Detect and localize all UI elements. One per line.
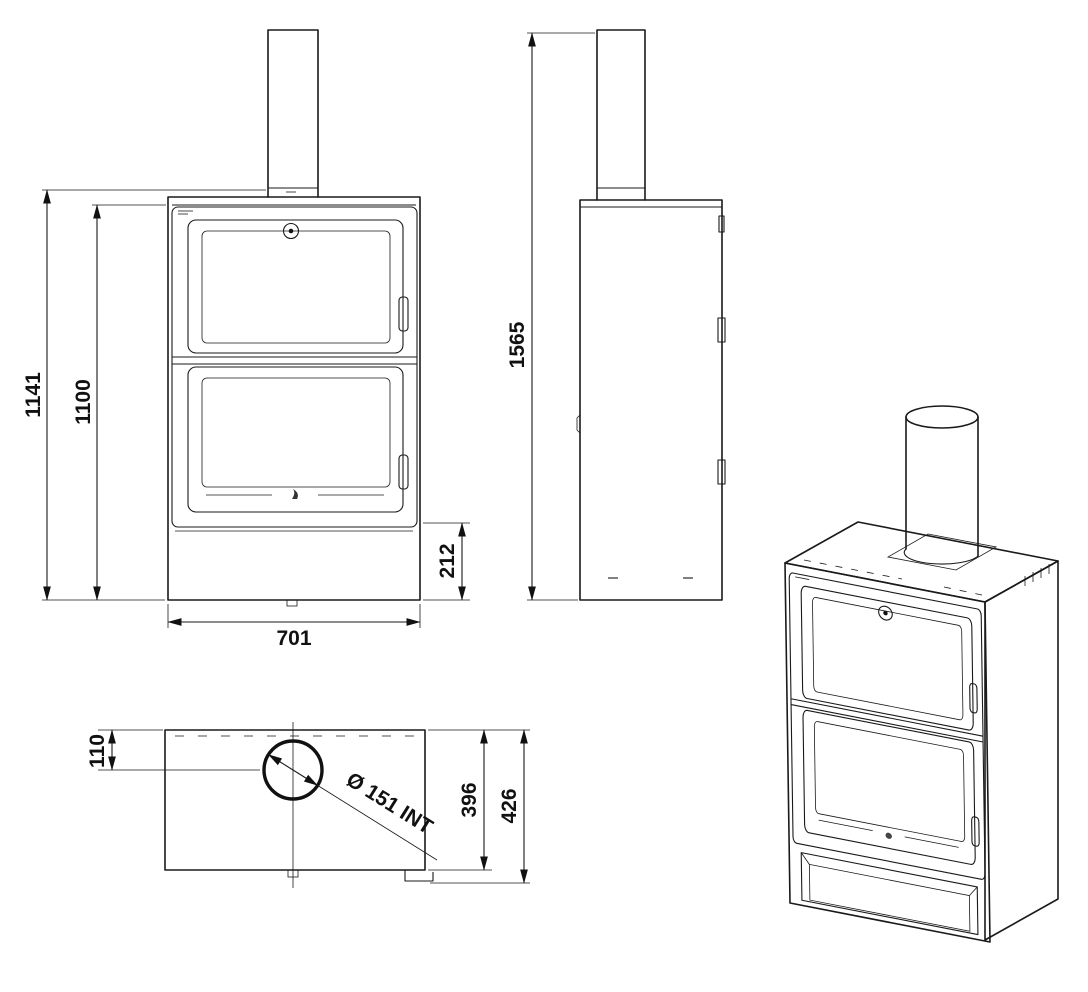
dim-label-inner-depth: 396	[458, 782, 481, 817]
dim-label-overall-depth: 426	[498, 788, 521, 823]
iso-upper-handle	[970, 683, 978, 713]
hinge-top	[718, 215, 725, 233]
top-view: Ø 151 INT 110 396 426	[86, 722, 530, 888]
stove-body	[167, 196, 421, 601]
logo-strip	[206, 489, 384, 499]
iso-upper-door	[801, 585, 973, 730]
front-dimensions: 1141 1100 212 701	[22, 189, 470, 650]
side-view	[576, 29, 726, 601]
isometric-view	[785, 406, 1058, 942]
iso-flue-pipe	[903, 405, 979, 565]
iso-top-vents	[803, 559, 983, 596]
top-center-mark	[287, 869, 299, 878]
iso-lock-knob	[879, 605, 893, 621]
front-step-bracket	[404, 870, 434, 882]
upper-door-handle	[398, 296, 409, 332]
dim-label-flue-diameter: Ø 151 INT	[342, 768, 436, 839]
iso-side-vent-marks	[1024, 564, 1050, 586]
door-frame	[171, 206, 418, 528]
dim-label-total-height: 1141	[22, 372, 45, 418]
side-flue-pipe	[596, 29, 646, 201]
side-dimensions: 1565	[506, 32, 595, 601]
bottom-center-mark	[286, 599, 298, 607]
dim-label-base-height: 212	[436, 543, 459, 578]
upper-door-glass	[201, 230, 391, 344]
iso-lower-handle	[972, 816, 980, 846]
flue-diameter-dimension: Ø 151 INT	[267, 754, 438, 861]
dim-label-overall-height: 1565	[506, 321, 529, 368]
mid-divider	[172, 356, 417, 365]
iso-brand-logo-mark	[885, 832, 892, 839]
iso-front-face	[785, 563, 990, 942]
iso-upper-door-glass	[812, 597, 963, 721]
iso-lock-knob-dot	[883, 610, 888, 616]
dim-label-body-height: 1100	[72, 379, 95, 425]
flue-circle	[262, 739, 324, 801]
hinge-bottom	[717, 459, 726, 485]
lower-door-handle	[398, 454, 409, 490]
iso-side-face	[984, 560, 1059, 941]
flue-pipe	[267, 29, 319, 198]
front-view	[167, 29, 421, 607]
upper-door	[187, 219, 404, 354]
iso-base-recess-interior	[809, 864, 970, 931]
lower-door	[187, 366, 404, 513]
iso-lower-door	[803, 710, 975, 866]
latch-mark	[576, 414, 581, 434]
lower-door-glass	[201, 377, 391, 488]
iso-flue-collar-plate	[886, 533, 998, 571]
side-body	[579, 199, 723, 601]
dim-label-width: 701	[276, 627, 311, 650]
brand-logo-mark	[292, 489, 298, 499]
iso-door-frame	[789, 572, 985, 880]
iso-lower-door-glass	[814, 721, 965, 842]
iso-base-recess	[801, 853, 978, 935]
serial-label-mark	[178, 210, 193, 215]
hinge-mid	[717, 317, 726, 343]
dim-label-flue-offset: 110	[86, 734, 109, 768]
